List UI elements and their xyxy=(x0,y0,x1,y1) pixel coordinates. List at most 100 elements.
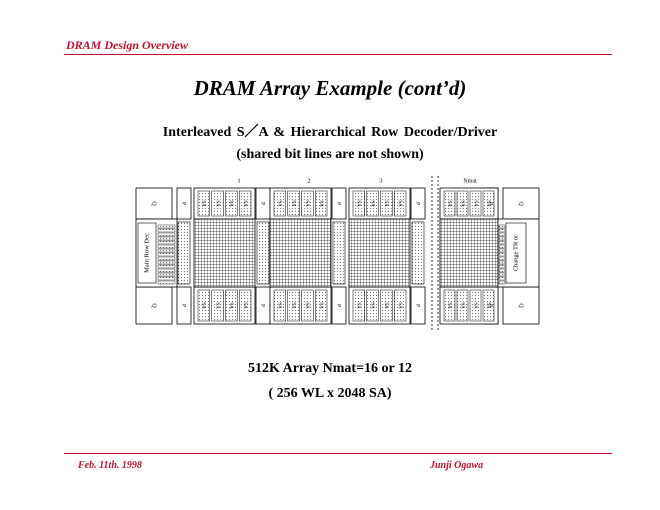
sa-label: SA xyxy=(446,302,451,309)
q-block xyxy=(502,187,540,220)
sa-label: SA xyxy=(201,200,206,207)
sa-label: SA xyxy=(318,200,323,207)
row-driver-cell xyxy=(498,276,506,281)
p-block xyxy=(331,187,347,220)
row-driver-cell xyxy=(157,232,176,237)
sa-label: SA xyxy=(228,302,233,309)
q-label: Q xyxy=(151,201,157,206)
sense-amp-cell xyxy=(482,190,495,217)
sa-label: SA xyxy=(446,200,451,207)
row-driver-cell xyxy=(157,244,176,249)
q-label: Q xyxy=(518,303,524,308)
memory-mat-cell-array xyxy=(269,218,332,288)
mat-number-label: 2 xyxy=(307,177,310,184)
sa-label: SA xyxy=(304,302,309,309)
sa-label: SA xyxy=(485,302,490,309)
memory-mat-cell-array xyxy=(193,218,256,288)
p-block xyxy=(176,286,192,325)
row-driver-cell xyxy=(498,244,506,249)
sense-amp-cell xyxy=(197,289,210,322)
sense-amp-cell xyxy=(315,190,328,217)
row-driver-cell xyxy=(157,276,176,281)
row-driver-cell xyxy=(157,256,176,261)
sa-label: SA xyxy=(277,200,282,207)
q-label: Q xyxy=(518,201,524,206)
sa-label: SA xyxy=(318,302,323,309)
main-row-decoder xyxy=(137,222,157,284)
mat-number-label: 3 xyxy=(379,177,382,184)
sense-amp-cell xyxy=(352,289,365,322)
footer-author: Junji Ogawa xyxy=(430,460,484,471)
caption-array-size: 512K Array Nmat=16 or 12 xyxy=(247,361,413,376)
p-label: P xyxy=(260,202,266,205)
p-block xyxy=(176,187,192,220)
sa-label: SA xyxy=(472,200,477,207)
sense-amp-cell xyxy=(394,190,407,217)
sa-label: SA xyxy=(242,200,247,207)
row-driver-cell xyxy=(498,236,506,241)
p-block xyxy=(410,286,426,325)
row-driver-cell xyxy=(498,232,506,237)
sense-amp-cell xyxy=(443,289,456,322)
change-tr-label: Change TR or xyxy=(512,234,519,272)
sense-amp-cell xyxy=(380,289,393,322)
slide-title: DRAM Array Example (cont’d) xyxy=(193,76,467,100)
sa-label: SA xyxy=(383,302,388,309)
sense-amp-cell xyxy=(443,190,456,217)
subtitle-line-2: (shared bit lines are not shown) xyxy=(236,147,424,162)
sense-amp-cell xyxy=(239,289,252,322)
sense-amp-cell xyxy=(482,289,495,322)
row-driver-cell xyxy=(157,280,176,285)
row-driver-cell xyxy=(157,236,176,241)
sense-amp-cell xyxy=(301,289,314,322)
row-driver-cell xyxy=(157,240,176,245)
mat-number-label: Nmat xyxy=(463,178,477,184)
p-label: P xyxy=(415,202,421,205)
row-driver-cell xyxy=(157,260,176,265)
sa-label: SA xyxy=(397,200,402,207)
sense-amp-cell xyxy=(469,190,482,217)
sub-decoder-strip xyxy=(411,221,425,285)
sense-amp-cell xyxy=(456,190,469,217)
row-driver-cell xyxy=(498,280,506,285)
p-label: P xyxy=(488,202,494,205)
p-label: P xyxy=(260,304,266,307)
row-driver-cell xyxy=(498,268,506,273)
row-driver-cell xyxy=(498,228,506,233)
caption-array-config: ( 256 WL x 2048 SA) xyxy=(268,386,392,401)
p-label: P xyxy=(181,202,187,205)
row-driver-cell xyxy=(498,240,506,245)
sub-decoder-strip xyxy=(177,221,191,285)
change-transistor-block xyxy=(505,222,527,284)
subtitle-line-1: Interleaved S／A & Hierarchical Row Decod… xyxy=(162,125,498,140)
sa-label: SA xyxy=(459,302,464,309)
q-label: Q xyxy=(151,303,157,308)
row-driver-cell xyxy=(498,248,506,253)
sense-amp-cell xyxy=(366,289,379,322)
row-driver-cell xyxy=(157,272,176,277)
sa-label: SA xyxy=(214,302,219,309)
sense-amp-cell xyxy=(287,190,300,217)
sense-amp-cell xyxy=(380,190,393,217)
footer-date: Feb. 11th. 1998 xyxy=(78,460,142,471)
sense-amp-cell xyxy=(301,190,314,217)
sa-label: SA xyxy=(356,302,361,309)
sa-label: SA xyxy=(356,200,361,207)
p-block xyxy=(410,187,426,220)
p-label: P xyxy=(181,304,187,307)
row-driver-cell xyxy=(157,264,176,269)
row-driver-cell xyxy=(157,268,176,273)
memory-mat-cell-array xyxy=(439,218,499,288)
sa-label: SA xyxy=(228,200,233,207)
p-label: P xyxy=(415,304,421,307)
sa-label: SA xyxy=(277,302,282,309)
q-block xyxy=(502,286,540,325)
row-driver-cell xyxy=(498,224,506,229)
sa-label: SA xyxy=(472,302,477,309)
sense-amp-cell xyxy=(211,289,224,322)
row-driver-cell xyxy=(498,260,506,265)
sa-label: SA xyxy=(459,200,464,207)
sense-amp-cell xyxy=(273,289,286,322)
section-title: DRAM Design Overview xyxy=(66,38,188,52)
